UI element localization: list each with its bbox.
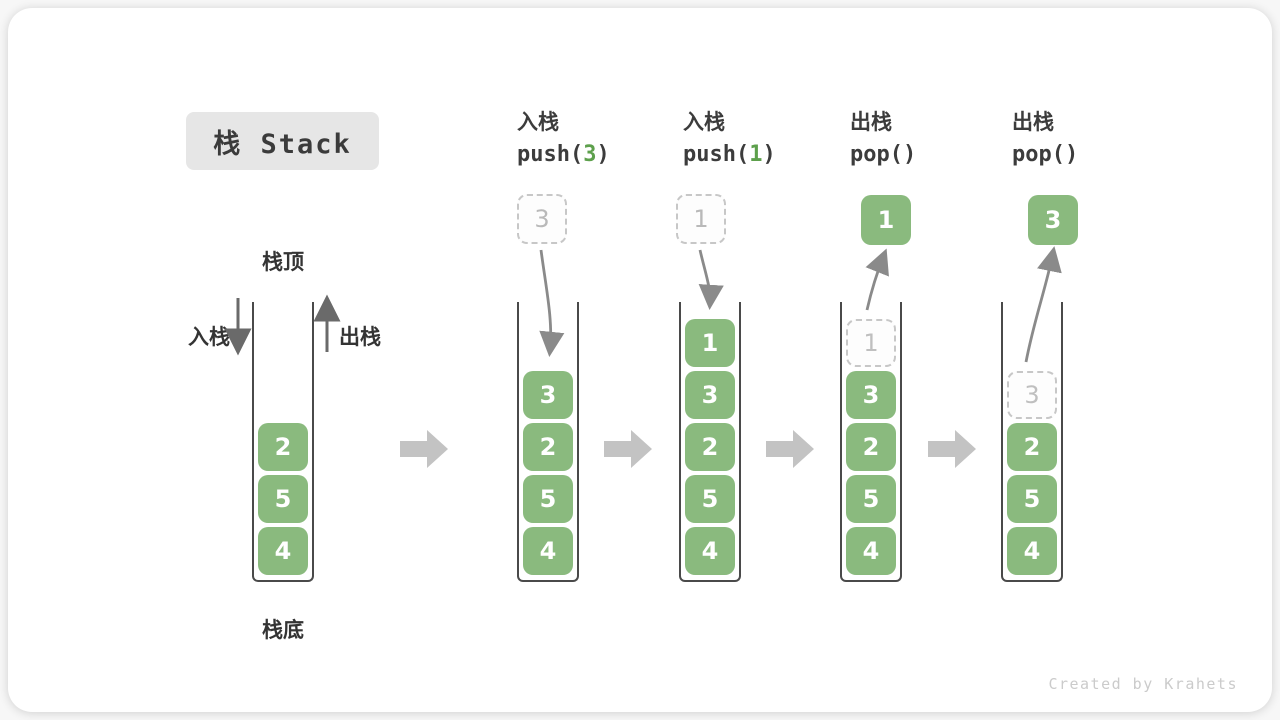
popped-value-box: 3 <box>1028 195 1078 245</box>
op-action-label: 入栈 <box>683 110 725 134</box>
stack-cell: 3 <box>846 371 896 419</box>
op-code-label: push(1) <box>683 137 853 173</box>
stack-cell: 5 <box>846 475 896 523</box>
stack-cell: 2 <box>1007 423 1057 471</box>
stack-cell: 4 <box>1007 527 1057 575</box>
stack-top-label: 栈顶 <box>262 250 304 274</box>
stack-cell: 4 <box>685 527 735 575</box>
step-arrow-icon <box>766 430 814 468</box>
incoming-value-box: 3 <box>517 194 567 244</box>
op-header-pop-1: 出栈 pop() <box>850 107 1020 173</box>
stack-cell: 4 <box>523 527 573 575</box>
step-arrow-icon <box>928 430 976 468</box>
stack-cell: 2 <box>846 423 896 471</box>
code-close: ) <box>596 142 610 167</box>
step-arrow-icon <box>604 430 652 468</box>
footer-credit: Created by Krahets <box>1048 675 1238 693</box>
popped-ghost-cell: 3 <box>1007 371 1057 419</box>
code-close: ) <box>1064 142 1079 167</box>
op-code-label: pop() <box>850 137 1020 173</box>
code-text: push( <box>683 142 750 167</box>
op-header-push-3: 入栈 push(3) <box>517 107 687 173</box>
op-action-label: 出栈 <box>850 110 892 134</box>
stack-cell: 2 <box>523 423 573 471</box>
stack-cell: 1 <box>685 319 735 367</box>
stack-cell: 2 <box>685 423 735 471</box>
op-action-label: 入栈 <box>517 110 559 134</box>
code-close: ) <box>762 142 776 167</box>
stack-cell: 5 <box>523 475 573 523</box>
op-header-pop-2: 出栈 pop() <box>1012 107 1182 173</box>
diagram-title-label: 栈 Stack <box>213 128 352 160</box>
op-code-label: pop() <box>1012 137 1182 173</box>
op-action-label: 出栈 <box>1012 110 1054 134</box>
code-text: pop( <box>1012 142 1065 167</box>
stack-cell: 4 <box>846 527 896 575</box>
popped-ghost-cell: 1 <box>846 319 896 367</box>
op-code-label: push(3) <box>517 137 687 173</box>
stack-cell: 3 <box>685 371 735 419</box>
code-text: push( <box>517 142 584 167</box>
push-arrow <box>698 249 724 310</box>
code-arg: 3 <box>583 142 597 167</box>
code-close: ) <box>902 142 917 167</box>
stack-bottom-label: 栈底 <box>262 618 304 642</box>
stack-cell: 5 <box>1007 475 1057 523</box>
push-direction-label: 入栈 <box>188 325 230 349</box>
popped-value-box: 1 <box>861 195 911 245</box>
stack-cell: 3 <box>523 371 573 419</box>
pop-direction-label: 出栈 <box>339 325 381 349</box>
diagram-title: 栈 Stack <box>186 112 379 170</box>
stack-cell: 4 <box>258 527 308 575</box>
code-arg: 1 <box>749 142 763 167</box>
stack-cell: 5 <box>685 475 735 523</box>
incoming-value-box: 1 <box>676 194 726 244</box>
code-text: pop( <box>850 142 903 167</box>
stack-cell: 2 <box>258 423 308 471</box>
op-header-push-1: 入栈 push(1) <box>683 107 853 173</box>
step-arrow-icon <box>400 430 448 468</box>
stack-cell: 5 <box>258 475 308 523</box>
